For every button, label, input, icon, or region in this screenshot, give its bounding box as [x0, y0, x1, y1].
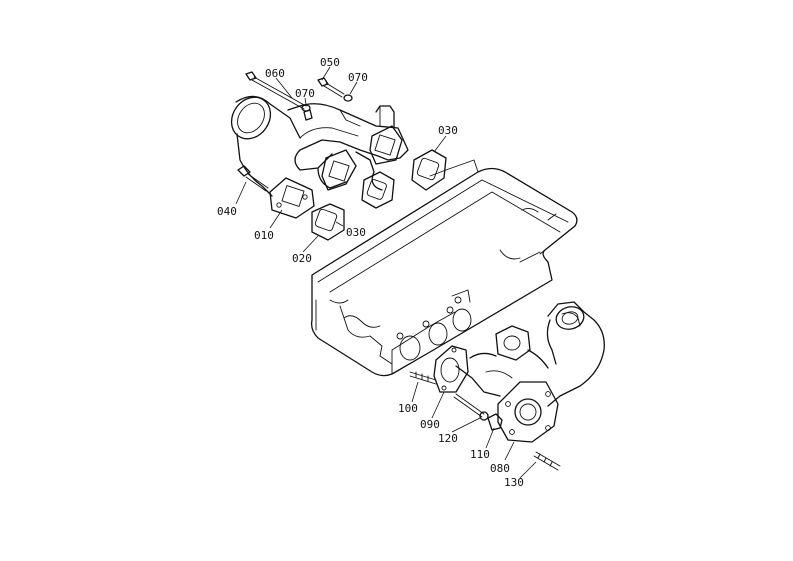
callout-100: 100 [398, 402, 418, 415]
intake-gaskets [311, 149, 447, 241]
callout-130: 130 [504, 476, 524, 489]
exhaust-manifold [455, 301, 605, 443]
callout-090: 090 [420, 418, 440, 431]
callout-040: 040 [217, 205, 237, 218]
intake-manifold [230, 95, 409, 219]
callout-120: 120 [438, 432, 458, 445]
callout-050: 050 [320, 56, 340, 69]
callout-060: 060 [265, 67, 285, 80]
callout-070-a: 070 [295, 87, 315, 100]
callout-010: 010 [254, 229, 274, 242]
intake-bolts [237, 71, 353, 192]
callout-020: 020 [292, 252, 312, 265]
callout-110: 110 [470, 448, 490, 461]
callout-070-b: 070 [348, 71, 368, 84]
callout-leaders [235, 66, 537, 479]
callout-030-a: 030 [438, 124, 458, 137]
callout-030-b: 030 [346, 226, 366, 239]
cylinder-head-block [310, 159, 578, 377]
exhaust-gasket [433, 345, 469, 393]
exhaust-fasteners [409, 371, 561, 471]
callout-labels: 060 070 050 070 030 040 010 020 030 100 … [217, 56, 524, 489]
callout-080: 080 [490, 462, 510, 475]
